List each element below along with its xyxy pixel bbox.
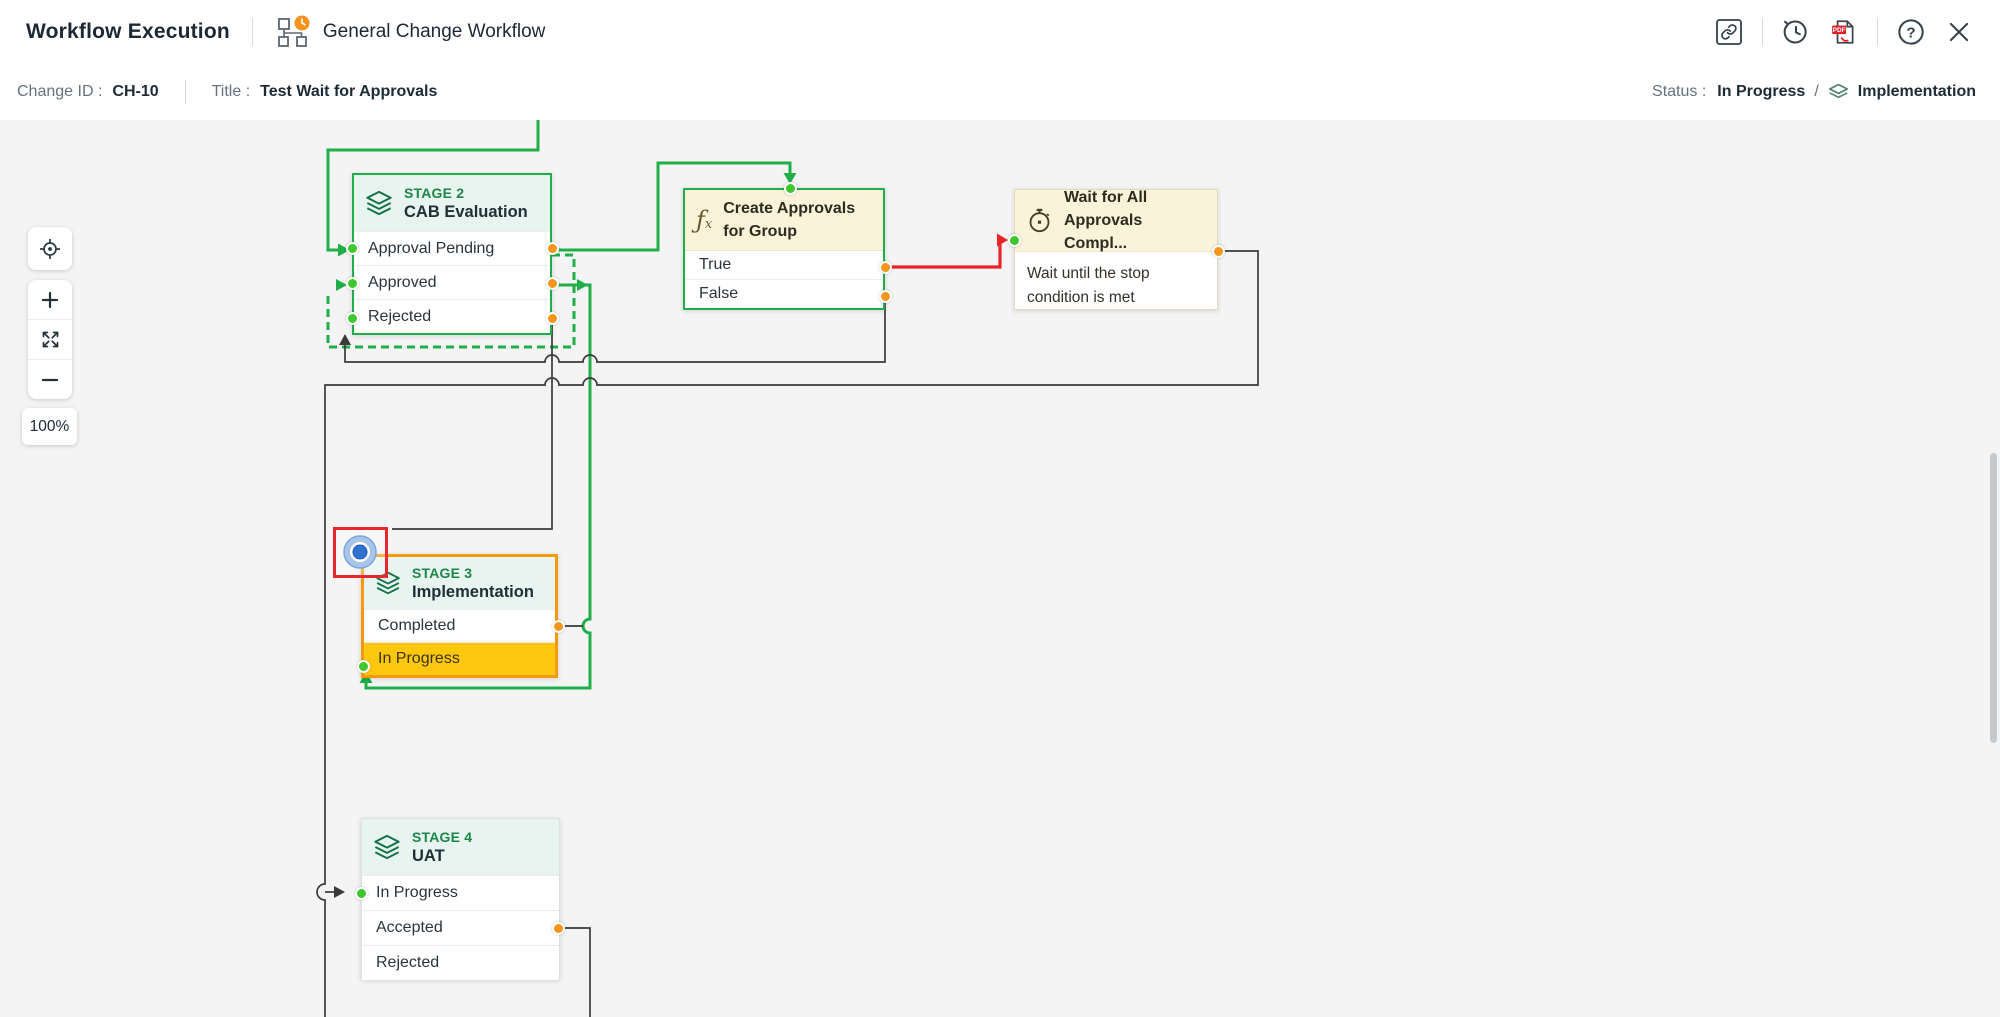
port-in-approved <box>345 276 359 290</box>
port-in-approval-pending <box>345 241 359 255</box>
port-in-stage3-in-progress <box>356 659 370 673</box>
divider <box>251 17 253 46</box>
vertical-scrollbar[interactable] <box>1990 453 1997 743</box>
stage-name: CAB Evaluation <box>404 202 528 221</box>
port-out-true <box>878 260 892 274</box>
stage3-row-completed[interactable]: Completed <box>364 609 555 642</box>
zoom-out-button[interactable] <box>28 359 72 399</box>
zoom-level-badge: 100% <box>22 408 77 445</box>
stage2-row-approved[interactable]: Approved <box>354 265 550 299</box>
port-out-approved <box>545 276 559 290</box>
stage-layers-icon <box>1828 82 1849 103</box>
node-name-line1: Wait for All <box>1064 188 1148 206</box>
connector-lines <box>316 120 1259 1017</box>
create-approvals-row-true[interactable]: True <box>685 250 883 279</box>
layers-icon <box>373 833 401 861</box>
workflow-name: General Change Workflow <box>322 20 546 42</box>
stage-kind-label: STAGE 4 <box>412 828 473 845</box>
port-out-rejected <box>545 311 559 325</box>
svg-text:PDF: PDF <box>1833 27 1846 34</box>
create-approvals-row-false[interactable]: False <box>685 279 883 308</box>
node-wait-for-approvals[interactable]: Wait for All Approvals Compl... Wait unt… <box>1014 189 1218 310</box>
port-out-wait <box>1211 244 1225 258</box>
divider <box>1762 18 1763 45</box>
change-info-bar: Change ID : CH-10 Title : Test Wait for … <box>0 63 2000 121</box>
port-in-stage4-in-progress <box>354 886 368 900</box>
node-stage3-implementation[interactable]: STAGE 3 Implementation Completed In Prog… <box>361 554 558 678</box>
stage4-row-accepted[interactable]: Accepted <box>362 910 559 945</box>
title-label: Title : <box>211 82 251 100</box>
workflow-canvas[interactable]: STAGE 2 CAB Evaluation Approval Pending … <box>0 120 2000 1017</box>
change-id-label: Change ID : <box>17 82 103 100</box>
node-create-approvals[interactable]: ƒx Create Approvals for Group True False <box>683 188 885 310</box>
stage3-row-in-progress[interactable]: In Progress <box>364 642 555 675</box>
stage-name: UAT <box>412 846 445 865</box>
close-icon[interactable] <box>1944 17 1974 47</box>
function-icon: ƒx <box>696 206 713 234</box>
workflow-type-icon <box>275 14 311 50</box>
page-title: Workflow Execution <box>26 19 230 43</box>
stage4-row-in-progress[interactable]: In Progress <box>362 875 559 910</box>
change-id-value: CH-10 <box>112 82 159 100</box>
top-header: Workflow Execution General Change Workfl… <box>0 0 2000 64</box>
wait-node-description: Wait until the stop condition is met <box>1015 251 1217 320</box>
port-in-rejected <box>345 311 359 325</box>
port-out-false <box>878 289 892 303</box>
title-value: Test Wait for Approvals <box>260 82 438 100</box>
node-name-line2: Approvals Compl... <box>1064 211 1143 253</box>
divider <box>1877 18 1878 45</box>
node-stage2-cab-evaluation[interactable]: STAGE 2 CAB Evaluation Approval Pending … <box>352 173 552 335</box>
status-value: In Progress <box>1717 82 1806 100</box>
history-button[interactable] <box>1781 17 1811 47</box>
current-step-target-icon <box>340 532 380 572</box>
stage2-row-rejected[interactable]: Rejected <box>354 299 550 333</box>
svg-text:?: ? <box>1906 24 1915 41</box>
port-in-create-approvals <box>783 181 797 195</box>
layers-icon <box>365 189 393 217</box>
stage-kind-label: STAGE 2 <box>404 184 465 201</box>
node-name-line1: Create Approvals <box>723 199 856 217</box>
port-out-completed <box>551 619 565 633</box>
copy-link-button[interactable] <box>1714 17 1744 47</box>
node-name-line2: for Group <box>723 223 797 240</box>
locate-current-step-button[interactable] <box>28 227 72 270</box>
divider <box>184 79 186 104</box>
stage-kind-label: STAGE 3 <box>412 564 473 581</box>
stage-value: Implementation <box>1857 82 1976 100</box>
help-button[interactable]: ? <box>1896 17 1926 47</box>
port-out-approval-pending <box>545 241 559 255</box>
port-in-wait <box>1007 233 1021 247</box>
port-out-accepted <box>551 921 565 935</box>
stage4-row-rejected[interactable]: Rejected <box>362 945 559 980</box>
export-pdf-button[interactable]: PDF <box>1829 17 1859 47</box>
stage-name: Implementation <box>412 582 534 601</box>
stage2-row-approval-pending[interactable]: Approval Pending <box>354 231 550 265</box>
zoom-controls <box>28 280 72 399</box>
timer-icon <box>1026 207 1053 234</box>
zoom-in-button[interactable] <box>28 280 72 319</box>
node-stage4-uat[interactable]: STAGE 4 UAT In Progress Accepted Rejecte… <box>361 818 560 980</box>
fit-to-screen-button[interactable] <box>28 319 72 359</box>
status-divider: / <box>1814 82 1819 100</box>
status-label: Status : <box>1652 82 1707 100</box>
